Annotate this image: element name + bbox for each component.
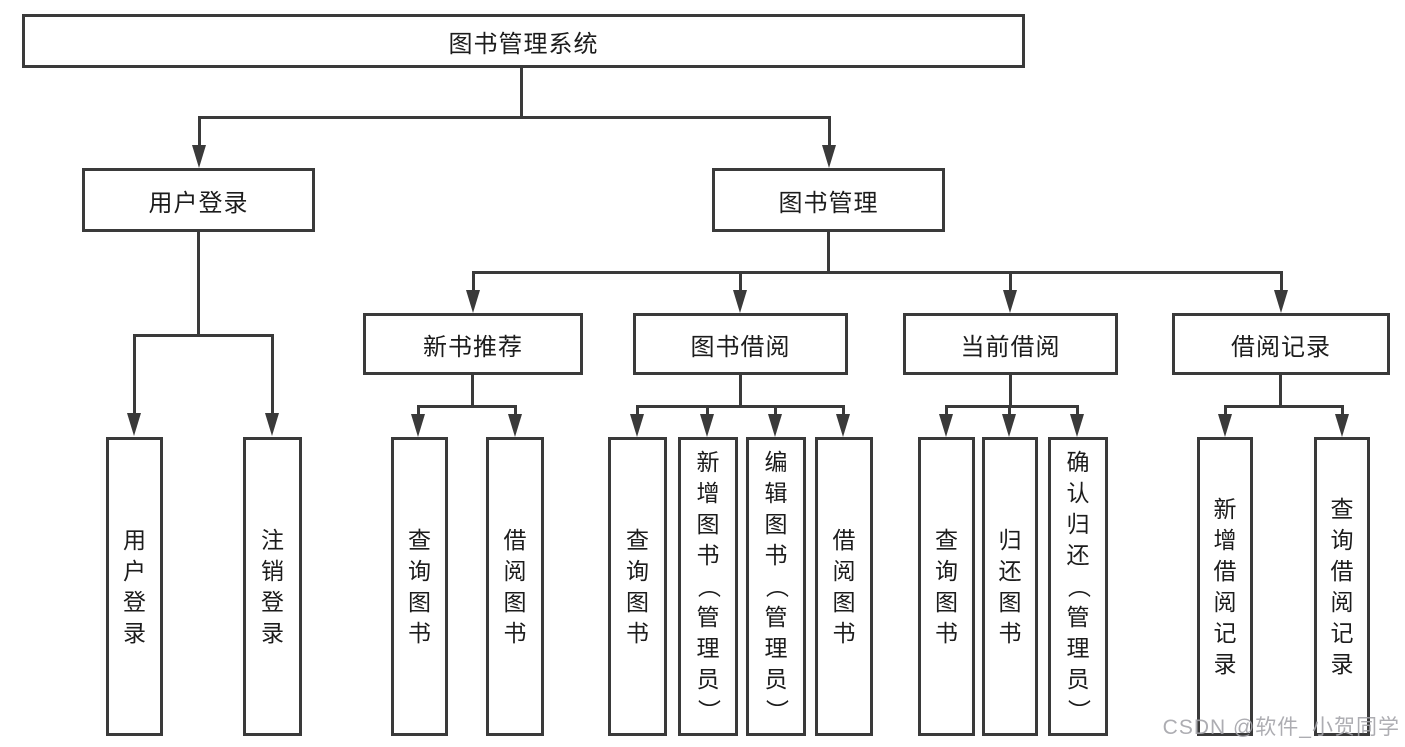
connector-line — [514, 405, 517, 417]
connector-line — [1279, 373, 1282, 408]
node-leaf-add-books-admin: 新增图书（管理员） — [678, 437, 738, 736]
node-book-borrowing: 图书借阅 — [633, 313, 848, 375]
arrowhead-icon — [836, 414, 850, 437]
connector-line — [706, 405, 709, 417]
arrowhead-icon — [265, 413, 279, 436]
connector-line — [945, 405, 948, 417]
connector-line — [472, 271, 475, 293]
connector-line — [197, 230, 200, 337]
node-leaf-confirm-return-admin: 确认归还（管理员） — [1048, 437, 1108, 736]
arrowhead-icon — [466, 290, 480, 313]
arrowhead-icon — [630, 414, 644, 437]
connector-line — [636, 405, 639, 417]
connector-line — [1280, 271, 1283, 293]
node-borrowing-records: 借阅记录 — [1172, 313, 1390, 375]
arrowhead-icon — [1002, 414, 1016, 437]
node-current-borrowing: 当前借阅 — [903, 313, 1118, 375]
node-leaf-logout: 注销登录 — [243, 437, 302, 736]
arrowhead-icon — [1274, 290, 1288, 313]
arrowhead-icon — [1335, 414, 1349, 437]
connector-line — [417, 405, 517, 408]
arrowhead-icon — [411, 414, 425, 437]
connector-line — [471, 373, 474, 408]
node-user-login: 用户登录 — [82, 168, 315, 232]
arrowhead-icon — [508, 414, 522, 437]
connector-line — [198, 116, 831, 119]
connector-line — [1008, 405, 1011, 417]
node-leaf-add-borrow-record: 新增借阅记录 — [1197, 437, 1253, 736]
connector-line — [1076, 405, 1079, 417]
connector-line — [198, 116, 201, 150]
connector-line — [945, 405, 1079, 408]
connector-line — [472, 271, 1283, 274]
node-new-book-recommendation: 新书推荐 — [363, 313, 583, 375]
arrowhead-icon — [1070, 414, 1084, 437]
node-leaf-query-borrow-record: 查询借阅记录 — [1314, 437, 1370, 736]
connector-line — [1009, 271, 1012, 293]
connector-line — [1341, 405, 1344, 417]
connector-line — [842, 405, 845, 417]
node-leaf-query-books-2: 查询图书 — [608, 437, 667, 736]
arrowhead-icon — [822, 145, 836, 168]
node-leaf-borrow-books-2: 借阅图书 — [815, 437, 873, 736]
connector-line — [520, 66, 523, 118]
node-leaf-return-books: 归还图书 — [982, 437, 1038, 736]
arrowhead-icon — [939, 414, 953, 437]
node-root: 图书管理系统 — [22, 14, 1025, 68]
arrowhead-icon — [127, 413, 141, 436]
connector-line — [1224, 405, 1227, 417]
connector-line — [774, 405, 777, 417]
connector-line — [739, 271, 742, 293]
connector-line — [1224, 405, 1343, 408]
node-leaf-edit-books-admin: 编辑图书（管理员） — [746, 437, 806, 736]
connector-line — [827, 230, 830, 274]
node-leaf-borrow-books-1: 借阅图书 — [486, 437, 544, 736]
connector-line — [1009, 373, 1012, 408]
arrowhead-icon — [1003, 290, 1017, 313]
node-leaf-user-login: 用户登录 — [106, 437, 163, 736]
csdn-watermark: CSDN @软件_小贺同学 — [1162, 716, 1400, 739]
connector-line — [636, 405, 845, 408]
connector-line — [417, 405, 420, 417]
arrowhead-icon — [768, 414, 782, 437]
arrowhead-icon — [192, 145, 206, 168]
connector-line — [133, 334, 274, 337]
node-book-management: 图书管理 — [712, 168, 945, 232]
node-leaf-query-books-1: 查询图书 — [391, 437, 448, 736]
connector-line — [828, 116, 831, 150]
connector-line — [739, 373, 742, 408]
arrowhead-icon — [1218, 414, 1232, 437]
arrowhead-icon — [733, 290, 747, 313]
connector-line — [271, 334, 274, 414]
connector-line — [133, 334, 136, 414]
node-leaf-query-books-3: 查询图书 — [918, 437, 975, 736]
arrowhead-icon — [700, 414, 714, 437]
